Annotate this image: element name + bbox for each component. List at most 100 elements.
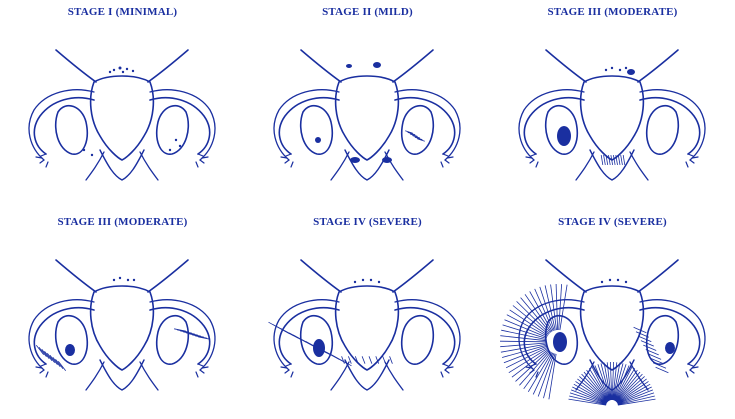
round-ligament-right bbox=[638, 50, 678, 82]
implant-dot bbox=[354, 281, 356, 283]
ovary-right bbox=[402, 316, 434, 365]
implant-dot bbox=[132, 70, 134, 72]
adhesion-radial bbox=[569, 362, 656, 405]
uterosacral-right bbox=[630, 152, 648, 180]
implant-dot bbox=[611, 67, 613, 69]
uterosacral-left bbox=[86, 362, 104, 390]
panel-stage-1-minimal: STAGE I (MINIMAL) bbox=[0, 0, 245, 209]
implant-dot bbox=[370, 279, 372, 281]
panel-stage-3-moderate: STAGE III (MODERATE) bbox=[490, 0, 735, 209]
uterosacral-left bbox=[576, 362, 594, 390]
implant-dot bbox=[109, 71, 111, 73]
panel-stage-3-moderate-b: STAGE III (MODERATE) bbox=[0, 210, 245, 419]
uterus-outline bbox=[336, 286, 399, 370]
implant-dot bbox=[605, 69, 607, 71]
uterus-outline bbox=[581, 76, 644, 160]
uterus-illustration bbox=[245, 0, 490, 209]
round-ligament-right bbox=[638, 260, 678, 292]
uterosacral-right bbox=[140, 152, 158, 180]
uterosacral-left bbox=[576, 152, 594, 180]
uterus-outline bbox=[336, 76, 399, 160]
implant-spot bbox=[350, 157, 360, 163]
fimbriae-right bbox=[196, 364, 208, 377]
fimbriae-right bbox=[196, 154, 208, 167]
adhesion-hatching bbox=[634, 327, 669, 372]
ovary-left bbox=[56, 106, 88, 155]
ovary-right bbox=[647, 106, 679, 155]
uterus-illustration bbox=[490, 0, 735, 209]
implant-dot bbox=[126, 68, 128, 70]
implant-dot bbox=[601, 281, 603, 283]
endometrioma bbox=[65, 344, 75, 356]
uterosacral-right bbox=[630, 362, 648, 390]
round-ligament-left bbox=[56, 50, 96, 82]
fimbriae-left bbox=[36, 364, 48, 377]
ovary-right bbox=[647, 316, 679, 365]
implant-dot bbox=[133, 279, 135, 281]
ovary-right bbox=[157, 316, 189, 365]
fimbriae-right bbox=[441, 364, 453, 377]
ovary-right bbox=[402, 106, 434, 155]
uterosacral-right bbox=[140, 362, 158, 390]
implant-spot bbox=[382, 157, 392, 163]
implant-dot bbox=[83, 149, 85, 151]
fimbriae-left bbox=[281, 154, 293, 167]
panel-stage-4-severe: STAGE IV (SEVERE) bbox=[245, 210, 490, 419]
round-ligament-left bbox=[56, 260, 96, 292]
uterus-illustration bbox=[0, 0, 245, 209]
implant-dot bbox=[625, 67, 627, 69]
uterus-outline bbox=[91, 76, 154, 160]
cervix-outline bbox=[100, 360, 144, 390]
uterosacral-left bbox=[331, 152, 349, 180]
round-ligament-right bbox=[393, 50, 433, 82]
fimbriae-left bbox=[36, 154, 48, 167]
fimbriae-right bbox=[686, 364, 698, 377]
implant-dot bbox=[179, 145, 181, 147]
panel-stage-4-severe-b: STAGE IV (SEVERE) bbox=[490, 210, 735, 419]
round-ligament-right bbox=[148, 260, 188, 292]
uterosacral-left bbox=[331, 362, 349, 390]
implant-dot bbox=[113, 69, 115, 71]
cervix-outline bbox=[590, 150, 634, 180]
uterosacral-left bbox=[86, 152, 104, 180]
implant-dot bbox=[625, 281, 627, 283]
endometrioma bbox=[553, 332, 567, 352]
panel-stage-2-mild: STAGE II (MILD) bbox=[245, 0, 490, 209]
implant-spot bbox=[373, 62, 381, 68]
endometrioma bbox=[665, 342, 675, 354]
implant-dot bbox=[619, 69, 621, 71]
ovary-right bbox=[157, 106, 189, 155]
implant-spot bbox=[315, 137, 321, 143]
round-ligament-left bbox=[546, 260, 586, 292]
cervix-outline bbox=[100, 150, 144, 180]
round-ligament-left bbox=[546, 50, 586, 82]
implant-dot bbox=[609, 279, 611, 281]
fimbriae-right bbox=[686, 154, 698, 167]
implant-dot bbox=[378, 281, 380, 283]
implant-dot bbox=[617, 279, 619, 281]
implant-dot bbox=[91, 154, 93, 156]
round-ligament-left bbox=[301, 260, 341, 292]
fimbriae-left bbox=[526, 154, 538, 167]
fimbriae-right bbox=[441, 154, 453, 167]
ovary-left bbox=[301, 106, 333, 155]
implant-dot bbox=[169, 149, 171, 151]
adhesion-hatching bbox=[174, 329, 210, 339]
round-ligament-right bbox=[393, 260, 433, 292]
implant-dot bbox=[127, 279, 129, 281]
uterosacral-right bbox=[385, 152, 403, 180]
uterus-outline bbox=[91, 286, 154, 370]
uterus-illustration bbox=[245, 210, 490, 419]
uterus-illustration bbox=[490, 210, 735, 419]
adhesion-hatching bbox=[405, 131, 425, 141]
implant-dot bbox=[113, 279, 115, 281]
implant-spot bbox=[346, 64, 352, 68]
fimbriae-left bbox=[281, 364, 293, 377]
implant-dot bbox=[362, 279, 364, 281]
endometrioma bbox=[557, 126, 571, 146]
implant-dot bbox=[175, 139, 177, 141]
implant-spot bbox=[627, 69, 635, 75]
round-ligament-right bbox=[148, 50, 188, 82]
uterosacral-right bbox=[385, 362, 403, 390]
